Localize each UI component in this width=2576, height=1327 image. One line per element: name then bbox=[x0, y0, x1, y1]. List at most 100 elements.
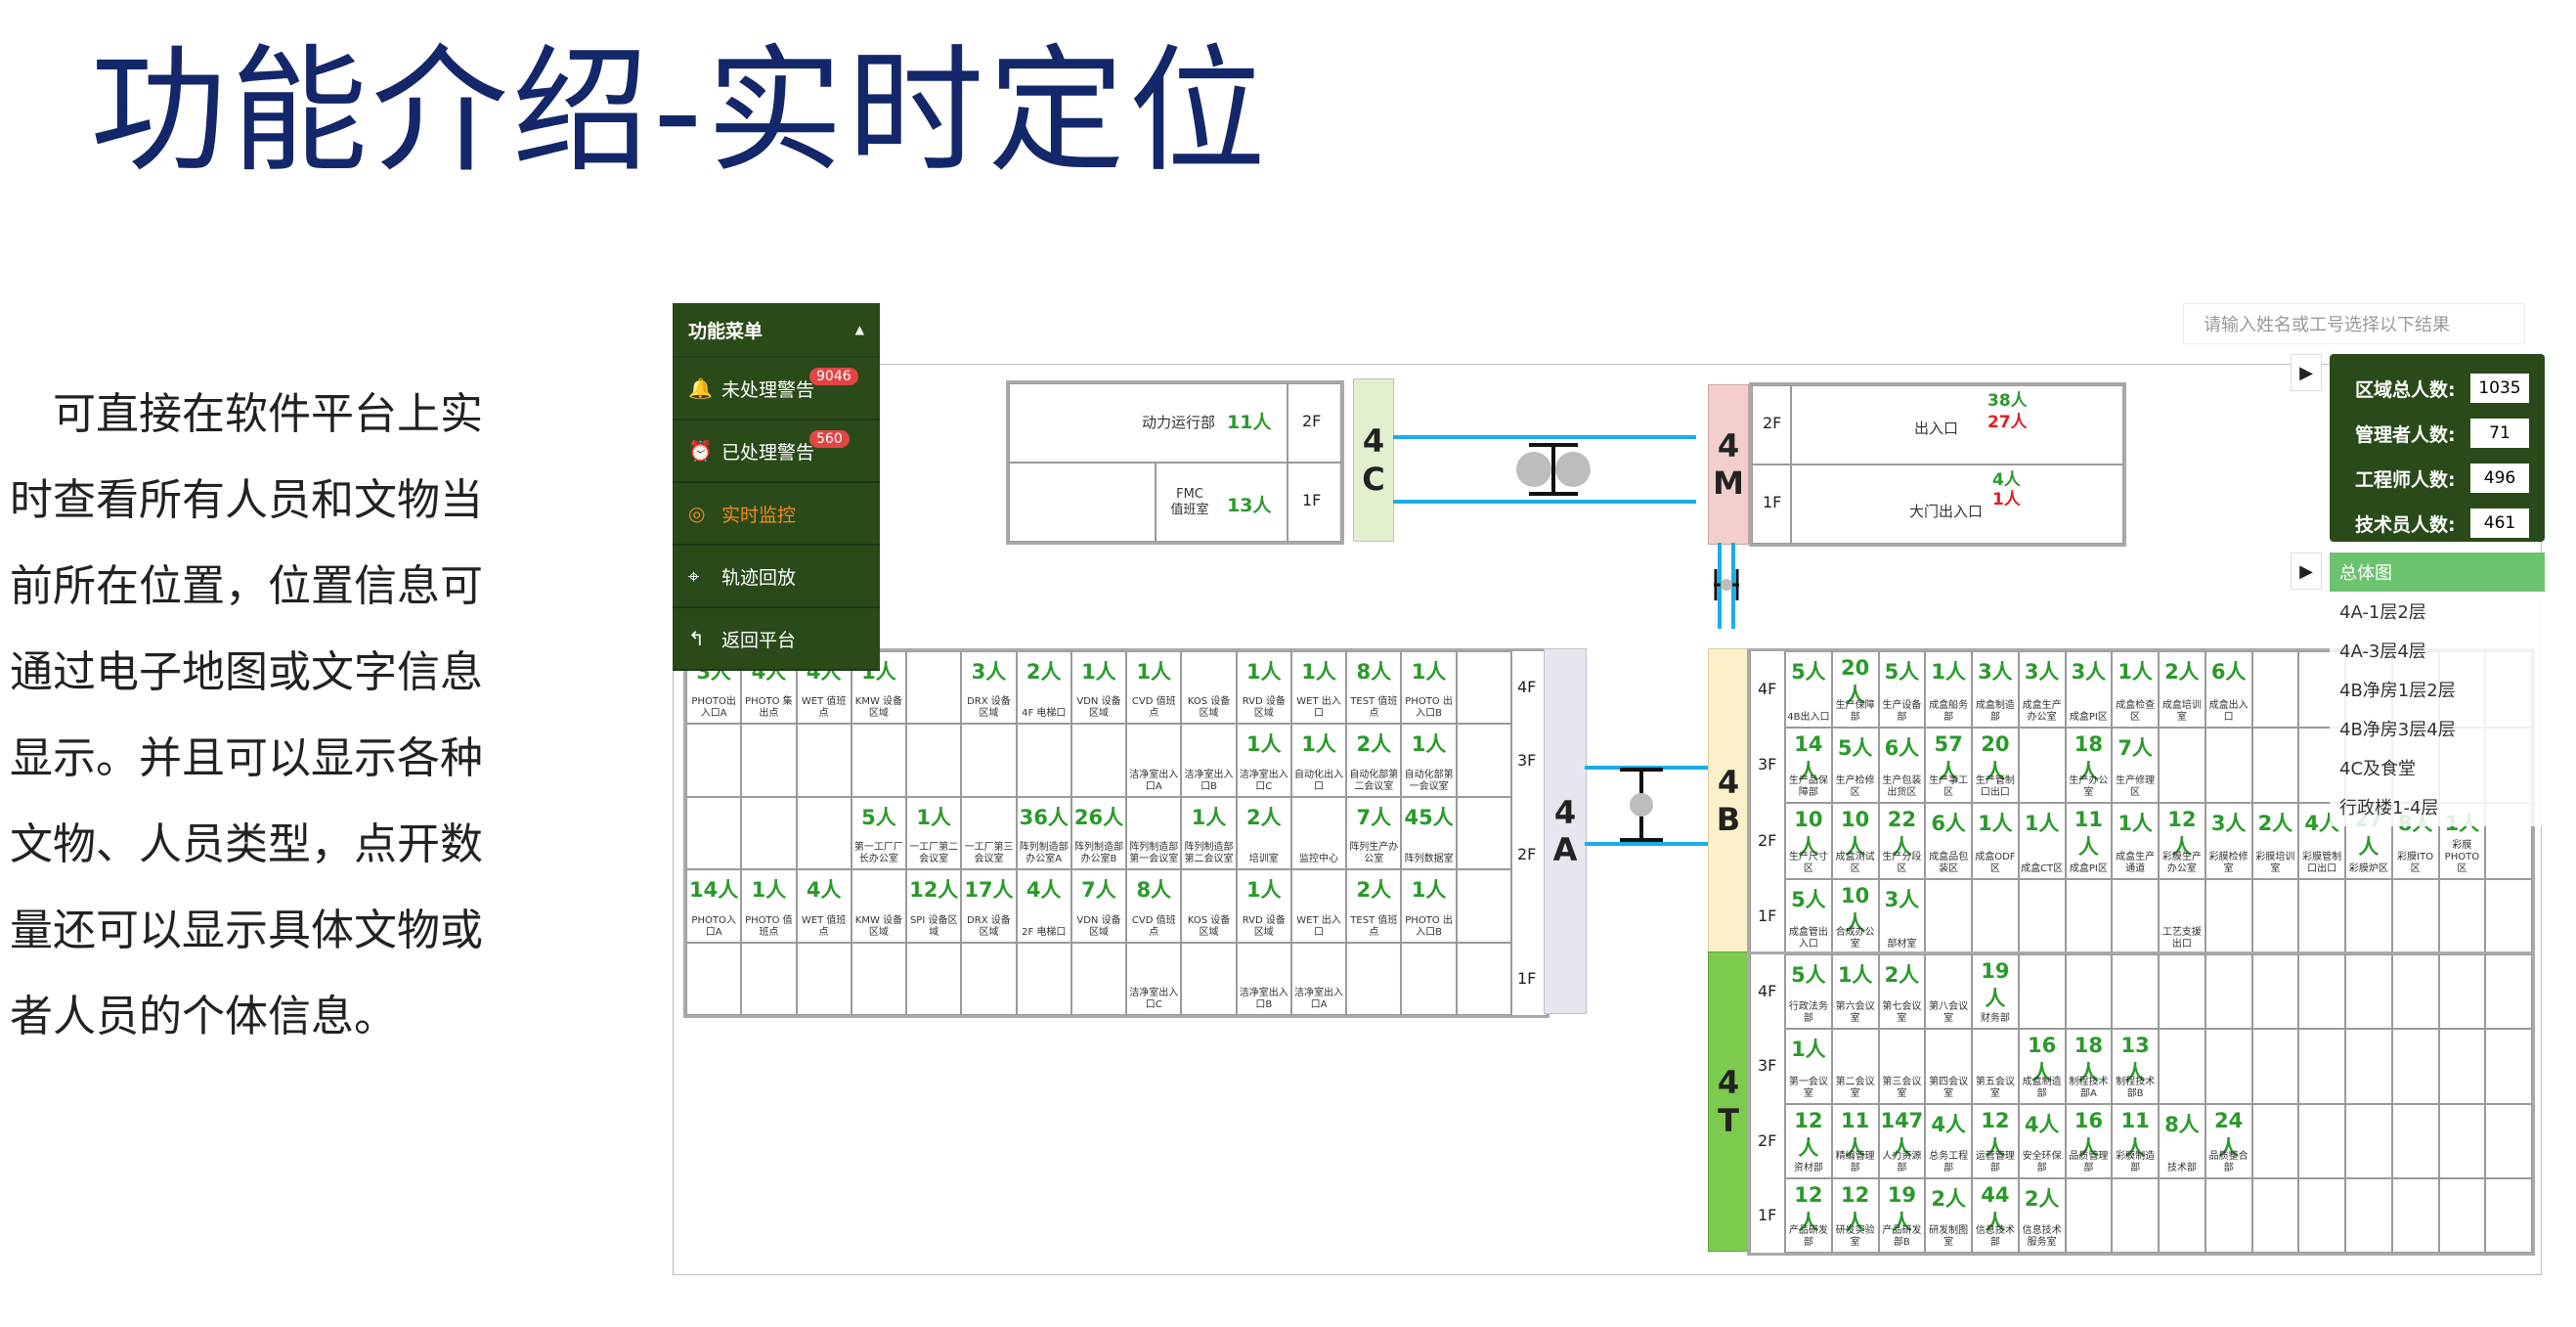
room-count[interactable]: 12人 bbox=[1794, 1108, 1823, 1160]
room-cell[interactable] bbox=[2251, 1103, 2299, 1178]
room-count[interactable]: 1人 bbox=[1837, 963, 1873, 987]
menu-item-realtime-monitor[interactable]: ◎ 实时监控 bbox=[673, 483, 880, 546]
room-count[interactable]: 1人 bbox=[916, 805, 951, 829]
stats-collapse-toggle[interactable]: ▶ bbox=[2291, 354, 2322, 391]
room-cell[interactable]: 5人生产检修区 bbox=[1831, 727, 1879, 803]
room-cell[interactable] bbox=[2298, 878, 2345, 954]
room-cell[interactable]: 12人产品研发部 bbox=[1785, 1177, 1832, 1253]
room-cell[interactable] bbox=[906, 651, 962, 725]
room-count[interactable]: 11人 bbox=[1841, 1108, 1870, 1160]
room-cell[interactable] bbox=[2391, 1177, 2439, 1253]
room-count[interactable]: 12人 bbox=[2167, 808, 2197, 859]
room-count[interactable]: 6人 bbox=[2210, 660, 2247, 684]
room-count[interactable]: 13人 bbox=[1227, 495, 1272, 516]
room-cell[interactable] bbox=[2298, 1029, 2345, 1104]
room-cell[interactable]: 2人研发制图室 bbox=[1925, 1177, 1972, 1253]
room-cell[interactable]: WET 出入口 bbox=[1290, 869, 1347, 943]
room-cell[interactable] bbox=[2205, 1029, 2252, 1104]
room-cell[interactable]: 阵列制造部第一会议室 bbox=[1126, 796, 1182, 870]
layer-item[interactable]: 4A-3层4层 bbox=[2330, 631, 2545, 670]
menu-item-track-playback[interactable]: ⌖ 轨迹回放 bbox=[673, 546, 880, 608]
room-cell[interactable] bbox=[2485, 1177, 2532, 1253]
layer-item[interactable]: 总体图 bbox=[2330, 553, 2545, 592]
room-count[interactable]: 45人 bbox=[1404, 805, 1454, 829]
room-count[interactable]: 38人 bbox=[1987, 391, 2028, 411]
room-cell[interactable]: 11人精编管理部 bbox=[1831, 1103, 1879, 1178]
room-cell[interactable]: 1人第一会议室 bbox=[1785, 1029, 1832, 1104]
room-cell[interactable]: 第三会议室 bbox=[1878, 1029, 1926, 1104]
room-cell[interactable]: KOS 设备区域 bbox=[1181, 651, 1237, 725]
room-count[interactable]: 1人 bbox=[2118, 812, 2153, 835]
room-count[interactable]: 1人 bbox=[1136, 660, 1172, 684]
room-count[interactable]: 2人 bbox=[2257, 812, 2293, 835]
room-count[interactable]: 5人 bbox=[1791, 963, 1826, 987]
room-cell[interactable]: 洁净室出入口B bbox=[1181, 724, 1237, 797]
room-count[interactable]: 1人 bbox=[1992, 490, 2021, 509]
room-cell[interactable]: 44人信息技术部 bbox=[1972, 1177, 2019, 1253]
room-cell[interactable] bbox=[2018, 878, 2066, 954]
room-count[interactable]: 1人 bbox=[1978, 812, 2013, 835]
room-cell[interactable]: 2人成盒培训室 bbox=[2159, 651, 2205, 728]
room-count[interactable]: 2人 bbox=[2164, 660, 2200, 684]
room-cell[interactable] bbox=[1401, 942, 1457, 1015]
room-4m-main-gate[interactable]: 大门出入口 4人 1人 bbox=[1791, 464, 2123, 544]
room-count[interactable]: 1人 bbox=[1301, 732, 1336, 757]
room-count[interactable]: 4人 bbox=[1992, 470, 2021, 490]
room-cell[interactable] bbox=[796, 796, 851, 870]
room-cell[interactable]: 12人研发实验室 bbox=[1831, 1177, 1879, 1253]
room-count[interactable]: 1人 bbox=[1191, 805, 1227, 829]
room-cell[interactable]: 1人洁净室出入口C bbox=[1236, 724, 1291, 797]
room-count[interactable]: 57人 bbox=[1934, 731, 1963, 783]
room-cell[interactable] bbox=[2485, 878, 2532, 954]
room-cell[interactable] bbox=[2345, 1177, 2392, 1253]
room-cell[interactable]: 36人阵列制造部办公室A bbox=[1016, 796, 1071, 870]
room-cell[interactable] bbox=[1070, 724, 1127, 797]
room-cell[interactable] bbox=[851, 724, 907, 797]
room-count[interactable]: 12人 bbox=[909, 878, 959, 903]
room-cell[interactable] bbox=[741, 942, 797, 1015]
room-4c-power[interactable]: 动力运行部 11人 bbox=[1009, 383, 1288, 463]
room-cell[interactable] bbox=[2112, 878, 2159, 954]
layer-item[interactable]: 4C及食堂 bbox=[2330, 748, 2545, 787]
room-cell[interactable]: 45人阵列数据室 bbox=[1401, 796, 1457, 870]
room-count[interactable]: 6人 bbox=[1931, 812, 1966, 835]
room-count[interactable]: 5人 bbox=[1884, 660, 1920, 684]
room-cell[interactable]: 1人自动化出入口 bbox=[1290, 724, 1347, 797]
room-cell[interactable] bbox=[2205, 878, 2252, 954]
room-cell[interactable] bbox=[851, 942, 907, 1015]
room-count[interactable]: 1人 bbox=[1411, 660, 1447, 684]
room-count[interactable]: 27人 bbox=[1987, 413, 2028, 432]
room-count[interactable]: 19人 bbox=[1887, 1182, 1916, 1234]
room-cell[interactable] bbox=[2298, 1177, 2345, 1253]
room-count[interactable]: 8人 bbox=[1136, 878, 1172, 903]
room-cell[interactable]: 26人阵列制造部办公室B bbox=[1070, 796, 1127, 870]
room-cell[interactable] bbox=[2345, 954, 2392, 1030]
room-cell[interactable]: 一工厂第三会议室 bbox=[961, 796, 1017, 870]
room-cell[interactable]: 7人生产修理区 bbox=[2112, 727, 2159, 803]
room-cell[interactable] bbox=[2391, 878, 2439, 954]
room-cell[interactable] bbox=[2159, 1177, 2205, 1253]
room-cell[interactable] bbox=[2018, 954, 2066, 1030]
room-4m-entrance[interactable]: 出入口 38人 27人 bbox=[1791, 385, 2123, 464]
room-cell[interactable] bbox=[2205, 1177, 2252, 1253]
room-cell[interactable]: 8人技术部 bbox=[2159, 1103, 2205, 1178]
room-count[interactable]: 11人 bbox=[2074, 808, 2103, 859]
room-count[interactable]: 5人 bbox=[861, 805, 896, 829]
room-cell[interactable] bbox=[2438, 1177, 2486, 1253]
room-4c-fmc[interactable]: FMC 值班室 13人 bbox=[1156, 463, 1288, 542]
room-count[interactable]: 7人 bbox=[1081, 878, 1116, 903]
room-count[interactable]: 10人 bbox=[1794, 808, 1823, 859]
room-count[interactable]: 10人 bbox=[1841, 883, 1870, 935]
room-cell[interactable] bbox=[2438, 1103, 2486, 1178]
room-count[interactable]: 10人 bbox=[1841, 808, 1870, 859]
room-cell[interactable] bbox=[2391, 1029, 2439, 1104]
room-cell[interactable]: 147人人力资源部 bbox=[1878, 1103, 1926, 1178]
building-4m[interactable]: 2F 出入口 38人 27人 1F 大门出入口 4人 1人 bbox=[1749, 382, 2126, 547]
